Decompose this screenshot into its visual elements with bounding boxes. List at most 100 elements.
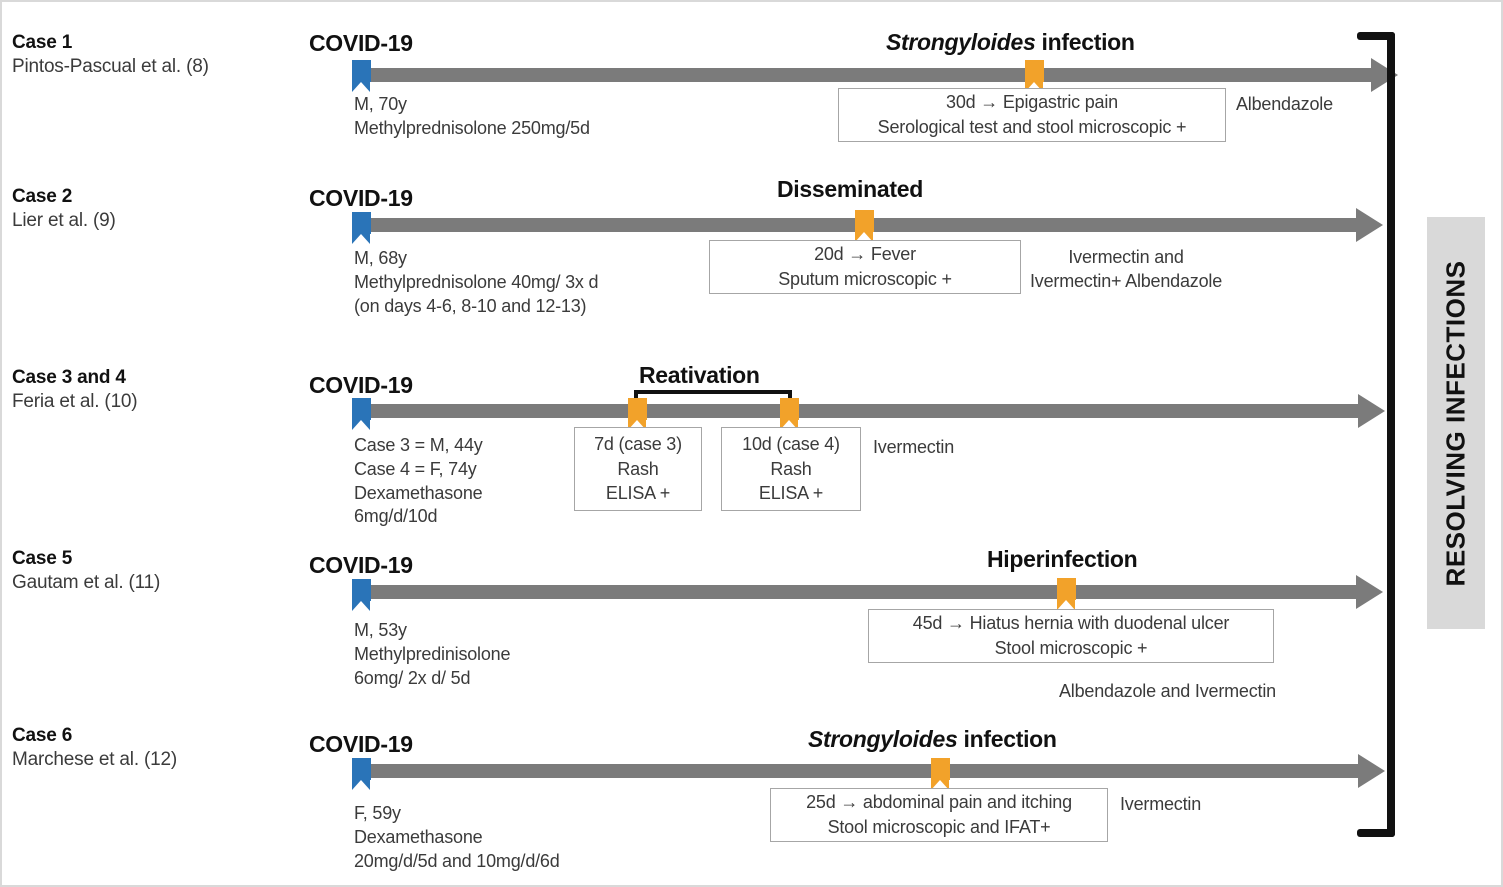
case-label-6: Case 6 Marchese et al. (12) — [12, 725, 177, 771]
event-pin-icon-3a — [628, 398, 647, 430]
event-box-3a: 7d (case 3) Rash ELISA + — [574, 427, 702, 511]
case-details-2: M, 68y Methylprednisolone 40mg/ 3x d (on… — [354, 247, 599, 318]
detail-line: Methylpredinisolone — [354, 643, 511, 664]
event-box-line: 25d → abdominal pain and itching — [806, 792, 1072, 813]
case-details-6: F, 59y Dexamethasone 20mg/d/5d and 10mg/… — [354, 802, 560, 873]
case-reference: Gautam et al. (11) — [12, 572, 161, 593]
timeline-arrow-icon — [1358, 394, 1385, 428]
case-reference: Marchese et al. (12) — [12, 749, 177, 770]
case-details-5: M, 53y Methylpredinisolone 6omg/ 2x d/ 5… — [354, 619, 510, 690]
case-details-3-4: Case 3 = M, 44y Case 4 = F, 74y Dexameth… — [354, 434, 483, 529]
treatment-line: Albendazole — [1236, 94, 1333, 114]
timeline-arrow-icon — [1356, 208, 1383, 242]
detail-line: F, 59y — [354, 803, 401, 823]
case-title: Case 1 — [12, 32, 73, 53]
detail-line: Methylprednisolone 40mg/ 3x d — [354, 271, 599, 292]
event-box-line: Stool microscopic + — [994, 638, 1148, 658]
treatment-label-6: Ivermectin — [1120, 793, 1201, 817]
event-box-1: 30d → Epigastric pain Serological test a… — [838, 88, 1226, 142]
treatment-line: Ivermectin+ Albendazole — [1030, 270, 1223, 291]
event-box-line: Stool microscopic and IFAT+ — [827, 817, 1051, 837]
treatment-label-3: Ivermectin — [873, 436, 954, 460]
event-title-rest: Reativation — [639, 362, 760, 388]
event-box-line: ELISA + — [758, 483, 824, 504]
covid19-start-label-5: COVID-19 — [309, 552, 413, 578]
event-box-2: 20d → Fever Sputum microscopic + — [709, 240, 1021, 294]
event-title-6: Strongyloides infection — [808, 726, 1057, 753]
covid-start-pin-icon-6 — [352, 758, 371, 790]
event-title-rest: Disseminated — [777, 176, 923, 202]
case-reference: Feria et al. (10) — [12, 391, 138, 412]
event-box-line: 30d → Epigastric pain — [946, 92, 1118, 113]
timeline-bar-5 — [354, 575, 1383, 609]
event-box-line: 45d → Hiatus hernia with duodenal ulcer — [912, 613, 1230, 634]
event-title-5: Hiperinfection — [987, 546, 1138, 573]
case-label-1: Case 1 Pintos-Pascual et al. (8) — [12, 32, 209, 78]
reativation-bracket-icon — [634, 390, 792, 408]
event-title-rest: infection — [957, 726, 1057, 752]
case-label-3-4: Case 3 and 4 Feria et al. (10) — [12, 367, 138, 413]
case-reference: Lier et al. (9) — [12, 210, 116, 231]
detail-line: (on days 4-6, 8-10 and 12-13) — [354, 295, 587, 316]
detail-line: 6omg/ 2x d/ 5d — [354, 667, 471, 688]
covid19-start-label-2: COVID-19 — [309, 185, 413, 211]
timeline-bar-3 — [354, 394, 1385, 428]
covid19-start-label-1: COVID-19 — [309, 30, 413, 56]
event-pin-icon-1 — [1025, 60, 1044, 92]
case-label-2: Case 2 Lier et al. (9) — [12, 186, 116, 232]
event-box-line: Rash — [617, 458, 659, 479]
event-title-2: Disseminated — [777, 176, 923, 203]
timeline-arrow-icon — [1358, 754, 1385, 788]
event-pin-icon-5 — [1057, 578, 1076, 610]
resolving-infections-text: RESOLVING INFECTIONS — [1440, 260, 1471, 586]
event-box-3b: 10d (case 4) Rash ELISA + — [721, 427, 861, 511]
covid-start-pin-icon-5 — [352, 579, 371, 611]
case-reference: Pintos-Pascual et al. (8) — [12, 56, 209, 77]
detail-line: M, 70y — [354, 94, 407, 114]
detail-line: Methylprednisolone 250mg/5d — [354, 117, 590, 138]
timeline-bar-6 — [354, 754, 1385, 788]
treatment-line: Ivermectin — [1120, 794, 1202, 814]
event-box-line: Sputum microscopic + — [778, 269, 952, 289]
case-title: Case 2 — [12, 186, 73, 207]
event-pin-icon-6 — [931, 758, 950, 790]
event-title-italic: Strongyloides — [886, 29, 1036, 55]
event-title-3: Reativation — [639, 362, 760, 389]
covid-start-pin-icon-1 — [352, 60, 371, 92]
event-box-line: ELISA + — [605, 483, 671, 504]
detail-line: M, 53y — [354, 620, 407, 640]
case-label-5: Case 5 Gautam et al. (11) — [12, 548, 160, 594]
covid-start-pin-icon-3 — [352, 398, 371, 430]
detail-line: 20mg/d/5d and 10mg/d/6d — [354, 850, 560, 871]
event-box-line: 10d (case 4) — [742, 433, 840, 454]
case-details-1: M, 70y Methylprednisolone 250mg/5d — [354, 93, 590, 141]
covid19-start-label-6: COVID-19 — [309, 731, 413, 757]
event-box-6: 25d → abdominal pain and itching Stool m… — [770, 788, 1108, 842]
event-title-1: Strongyloides infection — [886, 29, 1135, 56]
event-title-rest: infection — [1035, 29, 1135, 55]
case-title: Case 5 — [12, 548, 73, 569]
detail-line: 6mg/d/10d — [354, 506, 438, 527]
timeline-arrow-icon — [1356, 575, 1383, 609]
event-box-line: 20d → Fever — [814, 244, 916, 265]
case-title: Case 3 and 4 — [12, 367, 126, 388]
treatment-line: Albendazole and Ivermectin — [1059, 681, 1276, 701]
treatment-line: Ivermectin and — [1068, 247, 1184, 267]
event-box-5: 45d → Hiatus hernia with duodenal ulcer … — [868, 609, 1274, 663]
treatment-label-2: Ivermectin and Ivermectin+ Albendazole — [1030, 246, 1222, 294]
event-box-line: Serological test and stool microscopic + — [877, 117, 1187, 137]
detail-line: Case 3 = M, 44y — [354, 435, 483, 455]
treatment-label-5: Albendazole and Ivermectin — [1059, 680, 1276, 704]
treatment-line: Ivermectin — [873, 437, 955, 457]
detail-line: Dexamethasone — [354, 826, 483, 847]
detail-line: Case 4 = F, 74y — [354, 458, 477, 479]
event-box-line: Rash — [770, 458, 812, 479]
detail-line: M, 68y — [354, 248, 407, 268]
covid-start-pin-icon-2 — [352, 212, 371, 244]
event-title-italic: Strongyloides — [808, 726, 958, 752]
event-pin-icon-2 — [855, 210, 874, 242]
covid19-start-label-3: COVID-19 — [309, 372, 413, 398]
event-title-rest: Hiperinfection — [987, 546, 1138, 572]
case-title: Case 6 — [12, 725, 73, 746]
